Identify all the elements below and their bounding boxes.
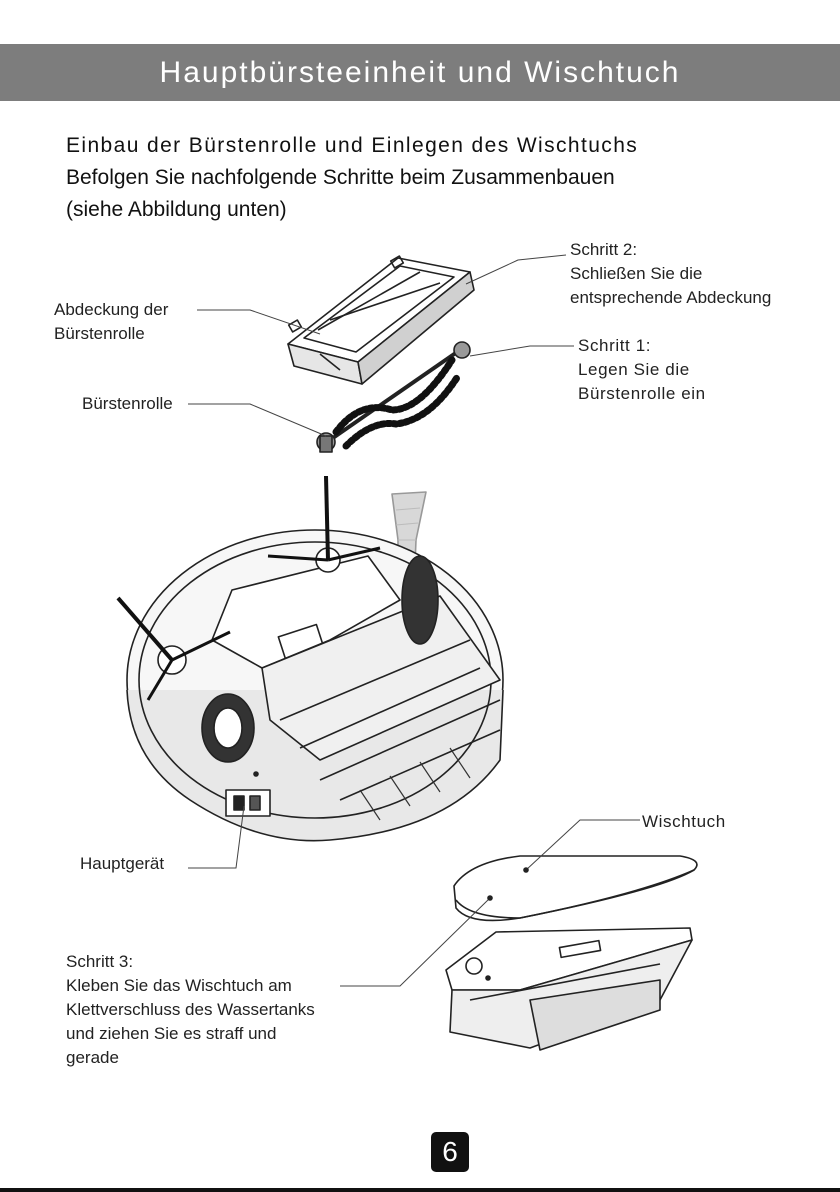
brush-cover-illustration [287,255,475,385]
label-step-2-line2: entsprechende Abdeckung [570,288,772,307]
mop-cloth-illustration [453,855,698,922]
label-main-unit: Hauptgerät [80,854,165,873]
bottom-rule [0,1188,840,1192]
label-brush-cover: Abdeckung der Bürstenrolle [54,298,168,346]
label-step-2-title: Schritt 2: [570,240,638,259]
title-banner: Hauptbürsteeinheit und Wischtuch [0,44,840,101]
page-number: 6 [431,1132,469,1172]
intro-reference: (siehe Abbildung unten) [66,198,287,221]
label-step-2: Schritt 2: Schließen Sie die entsprechen… [570,238,771,310]
label-step-2-line1: Schließen Sie die [570,264,703,283]
label-step-1: Schritt 1: Legen Sie die Bürstenrolle ei… [578,334,706,406]
label-step-3-line4: gerade [66,1048,119,1067]
label-brush-cover-line1: Abdeckung der [54,300,169,319]
label-step-3: Schritt 3: Kleben Sie das Wischtuch am K… [66,950,315,1070]
label-mop-cloth: Wischtuch [642,812,726,831]
brush-roll-illustration [316,341,471,453]
label-brush-roll: Bürstenrolle [82,394,173,413]
page-title: Hauptbürsteeinheit und Wischtuch [159,55,681,89]
label-step-3-line1: Kleben Sie das Wischtuch am [66,976,292,995]
label-step-1-line2: Bürstenrolle ein [578,384,706,403]
intro-text: Einbau der Bürstenrolle und Einlegen des… [66,130,786,226]
label-step-1-title: Schritt 1: [578,336,652,355]
label-brush-cover-line2: Bürstenrolle [54,324,145,343]
label-step-3-title: Schritt 3: [66,952,134,971]
label-step-1-line1: Legen Sie die [578,360,690,379]
intro-heading: Einbau der Bürstenrolle und Einlegen des… [66,134,639,157]
label-step-3-line2: Klettverschluss des Wassertanks [66,1000,315,1019]
robot-body-illustration [116,475,504,842]
intro-instruction: Befolgen Sie nachfolgende Schritte beim … [66,166,615,189]
water-tank-illustration [445,927,693,1051]
label-step-3-line3: und ziehen Sie es straff und [66,1024,277,1043]
leader-lines [188,254,640,987]
